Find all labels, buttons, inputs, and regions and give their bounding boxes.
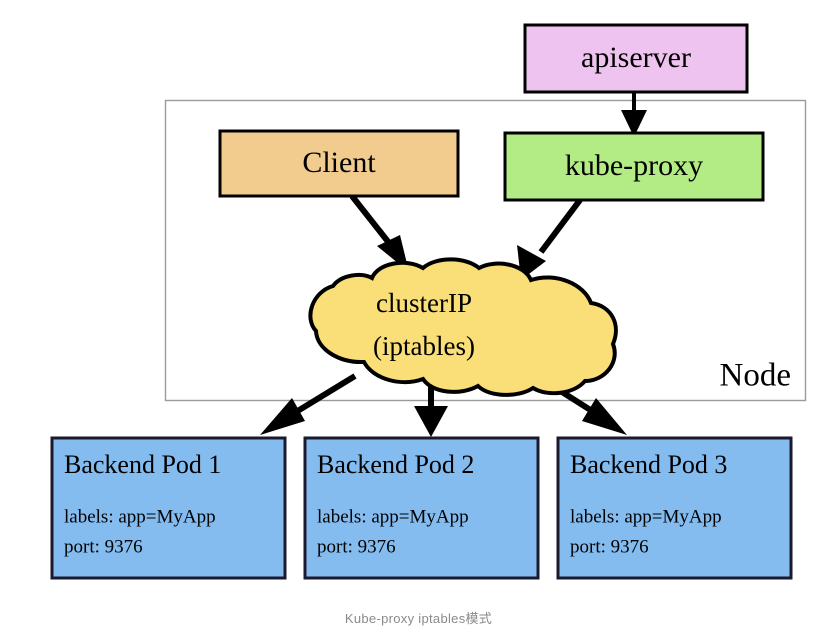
apiserver-label: apiserver <box>581 41 691 74</box>
pod-title: Backend Pod 1 <box>64 450 221 479</box>
pod-labels: labels: app=MyApp <box>64 506 216 527</box>
edge-client-to-clusterip <box>349 194 409 272</box>
backend-pod-3[interactable]: Backend Pod 3 labels: app=MyApp port: 93… <box>556 436 793 580</box>
backend-pod-2[interactable]: Backend Pod 2 labels: app=MyApp port: 93… <box>303 436 540 580</box>
client-label: Client <box>302 146 376 179</box>
node-container <box>164 99 807 402</box>
pod-port: port: 9376 <box>64 536 143 557</box>
pod-port: port: 9376 <box>570 536 649 557</box>
kube-proxy-label: kube-proxy <box>565 149 703 182</box>
backend-pod-1[interactable]: Backend Pod 1 labels: app=MyApp port: 93… <box>50 436 287 580</box>
client-box[interactable]: Client <box>218 129 460 198</box>
clusterip-line2: (iptables) <box>373 331 475 361</box>
clusterip-line1: clusterIP <box>376 288 472 318</box>
apiserver-box[interactable]: apiserver <box>523 23 749 94</box>
cloud-shape <box>308 257 618 397</box>
edge-apiserver-to-kube-proxy <box>621 92 647 137</box>
edge-kube-proxy-to-clusterip <box>517 198 583 280</box>
diagram-caption: Kube-proxy iptables模式 <box>344 611 493 626</box>
pod-title: Backend Pod 2 <box>317 450 474 479</box>
pod-labels: labels: app=MyApp <box>570 506 722 527</box>
pod-title: Backend Pod 3 <box>570 450 727 479</box>
pod-port: port: 9376 <box>317 536 396 557</box>
pod-labels: labels: app=MyApp <box>317 506 469 527</box>
edge-clusterip-to-pod-1 <box>260 373 357 435</box>
kube-proxy-box[interactable]: kube-proxy <box>503 131 765 202</box>
clusterip-cloud[interactable]: clusterIP (iptables) <box>308 257 618 397</box>
node-label: Node <box>720 358 791 394</box>
